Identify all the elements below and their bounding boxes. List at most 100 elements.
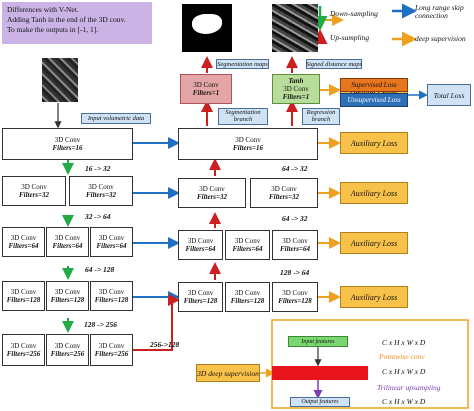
aux-loss-3: Auxiliary Loss: [340, 232, 408, 254]
conv-filters: Filters=32: [85, 191, 117, 199]
conv-filters: Filters=64: [232, 245, 263, 253]
conv-title: 3D Conv: [271, 184, 297, 193]
conv-title: 3D Conv: [283, 84, 309, 93]
input-label: Input volumetric data: [81, 113, 151, 124]
conv-filters: Filters=128: [278, 297, 312, 305]
channel-label-64-32-b: 64 -> 32: [282, 214, 308, 223]
channel-label-64-32: 64 -> 32: [282, 164, 308, 173]
unsupervised-loss: Unsupervised Loss: [340, 93, 408, 107]
inset-input-features: Input features: [288, 336, 348, 347]
reg-branch-label: Regression branch: [302, 108, 340, 125]
encoder-conv-2b: 3D Conv Filters=32: [69, 176, 133, 206]
conv-filters: Filters=64: [52, 242, 83, 250]
legend-up: Up-sampling: [330, 33, 370, 42]
tanh-label: Tanh: [288, 76, 304, 85]
conv-title: 3D Conv: [98, 233, 125, 242]
conv-title: 3D Conv: [187, 288, 214, 297]
conv-title: 3D Conv: [234, 236, 261, 245]
conv-filters: Filters=1: [192, 89, 220, 97]
channel-label-128-64: 128 -> 64: [280, 268, 310, 277]
channel-label-128-256: 128 -> 256: [84, 320, 118, 329]
supervised-loss: Supervised Loss: [340, 78, 408, 92]
conv-title: 3D Conv: [282, 236, 308, 245]
conv-title: 3D Conv: [199, 184, 225, 193]
channel-label-256-128: 256->128: [150, 340, 180, 349]
conv-title: 3D Conv: [54, 135, 81, 144]
inset-pointwise-label: Pointwise conv: [379, 352, 425, 361]
conv-title: 3D Conv: [10, 287, 37, 296]
legend-skip: Long range skip connection: [415, 3, 464, 20]
conv-filters: Filters=16: [232, 144, 264, 152]
note-line-3: To make the outputs in [-1, 1].: [7, 25, 99, 35]
conv-filters: Filters=64: [185, 245, 216, 253]
conv-title: 3D Conv: [10, 233, 37, 242]
channel-label-16-32: 16 -> 32: [85, 164, 111, 173]
conv-title: 3D Conv: [234, 288, 261, 297]
conv-title: 3D Conv: [88, 182, 114, 191]
conv-filters: Filters=64: [8, 242, 39, 250]
conv-title: 3D Conv: [235, 135, 261, 144]
note-line-1: Differences with V-Net.: [7, 5, 79, 14]
channel-label-64-128: 64 -> 128: [85, 265, 115, 274]
conv-title: 3D Conv: [193, 80, 219, 89]
conv-filters: Filters=32: [196, 193, 228, 201]
conv-filters: Filters=128: [6, 296, 41, 304]
conv-title: 3D Conv: [187, 236, 214, 245]
conv-title: 3D Conv: [98, 341, 125, 350]
conv-filters: Filters=32: [18, 191, 50, 199]
inset-dims-2: C x H x W x D: [382, 367, 426, 376]
conv-filters: Filters=64: [279, 245, 311, 253]
conv-filters: Filters=256: [6, 350, 41, 358]
conv-filters: Filters=256: [94, 350, 129, 358]
conv-title: 3D Conv: [54, 341, 81, 350]
conv-filters: Filters=128: [230, 297, 265, 305]
input-volume-image: [42, 58, 78, 102]
inset-frame: [271, 319, 469, 409]
seg-output-conv: 3D Conv Filters=1: [180, 74, 232, 104]
note-box: Differences with V-Net. Adding Tanh in t…: [2, 2, 152, 44]
conv-filters: Filters=128: [94, 296, 129, 304]
seg-maps-label: Segmentation maps: [216, 59, 269, 69]
inset-dims-3: C x H x W x D: [382, 397, 426, 406]
encoder-conv-1: 3D Conv Filters=16: [2, 128, 133, 160]
total-loss: Total Loss: [427, 84, 471, 106]
conv-filters: Filters=16: [52, 144, 83, 152]
conv-title: 3D Conv: [54, 287, 81, 296]
aux-loss-4: Auxiliary Loss: [340, 286, 408, 308]
aux-loss-2: Auxiliary Loss: [340, 182, 408, 204]
seg-branch-label: Segmentation branch: [218, 108, 268, 125]
sdm-label: Signed distance maps: [305, 59, 363, 69]
inset-pointwise-bar: [272, 366, 368, 380]
aux-loss-1: Auxiliary Loss: [340, 132, 408, 154]
inset-dims-1: C x H x W x D: [382, 338, 426, 347]
encoder-conv-2a: 3D Conv Filters=32: [2, 176, 66, 206]
conv-filters: Filters=1: [282, 93, 310, 102]
conv-filters: Filters=128: [183, 297, 218, 305]
inset-trilinear-label: Trilinear upsampling: [377, 383, 441, 392]
reg-output-conv: Tanh 3D Conv Filters=1: [272, 74, 320, 104]
conv-title: 3D Conv: [98, 287, 125, 296]
conv-filters: Filters=32: [268, 193, 300, 201]
legend-down: Down-sampling: [330, 9, 378, 18]
signed-distance-map-image: [272, 4, 318, 52]
segmentation-map-image: [182, 4, 232, 52]
channel-label-32-64: 32 -> 64: [85, 212, 111, 221]
deep-supervision-label: 3D deep supervision: [196, 364, 260, 382]
conv-title: 3D Conv: [54, 233, 81, 242]
conv-title: 3D Conv: [282, 288, 308, 297]
conv-title: 3D Conv: [10, 341, 37, 350]
